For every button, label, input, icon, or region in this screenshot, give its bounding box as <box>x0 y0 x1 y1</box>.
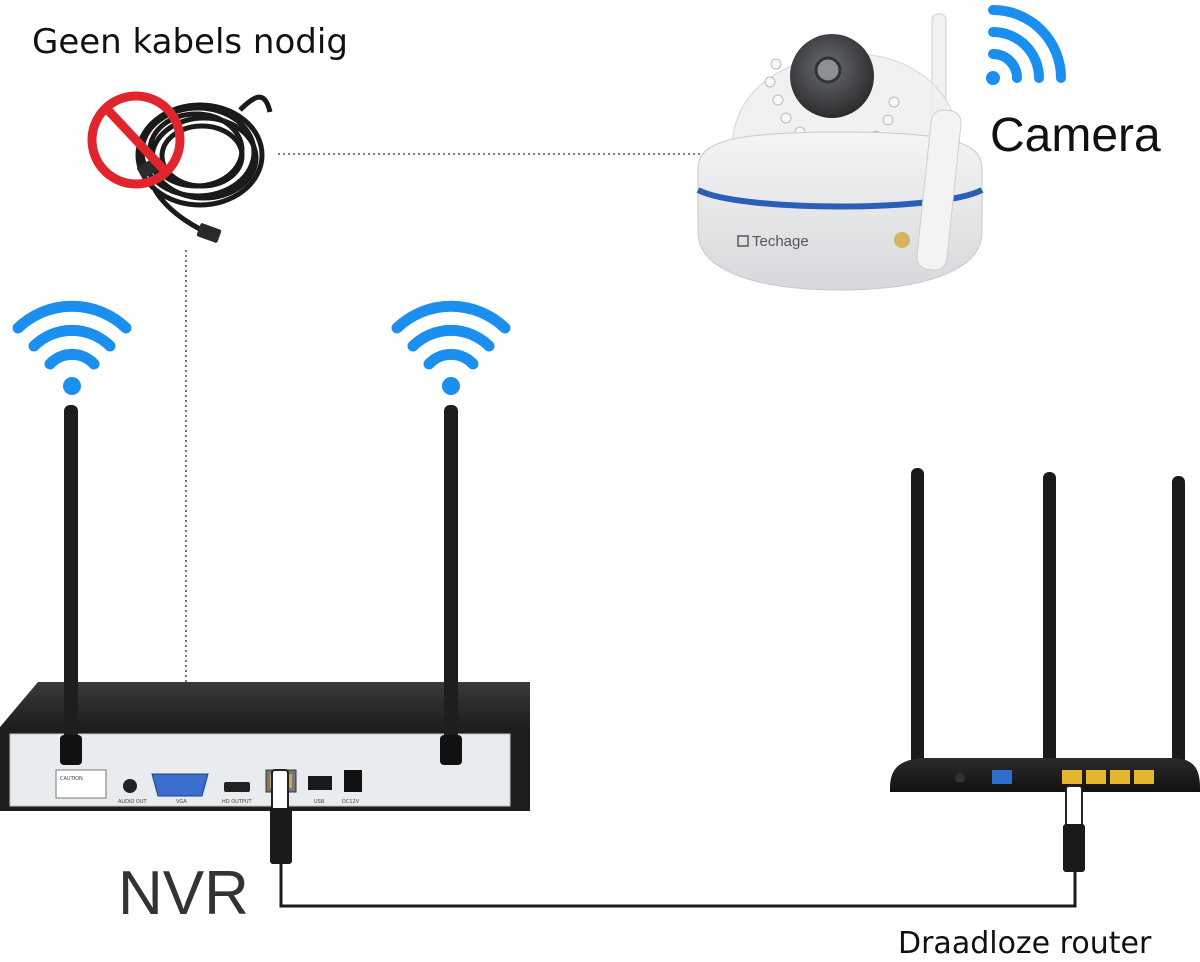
camera-brand: Techage <box>752 233 809 250</box>
camera-icon: Techage <box>696 13 984 291</box>
wifi-icon <box>391 300 511 395</box>
nvr-label: NVR <box>118 859 249 928</box>
router-label: Draadloze router <box>898 926 1152 961</box>
ethernet-cable <box>270 769 1085 908</box>
nvr-hdmi-label: HD OUTPUT <box>222 799 253 805</box>
router-icon <box>890 468 1200 792</box>
nvr-caution-label: CAUTION <box>60 776 83 782</box>
wifi-icon <box>986 5 1066 85</box>
nvr-audio-label: AUDIO OUT <box>118 799 148 805</box>
nvr-icon: CAUTION AUDIO OUT VGA HD OUTPUT USB DC12… <box>0 405 530 811</box>
no-cables-label: Geen kabels nodig <box>32 22 348 62</box>
no-cable-icon <box>87 91 273 243</box>
nvr-dc-label: DC12V <box>342 799 360 805</box>
camera-label: Camera <box>990 109 1161 162</box>
wireless-link-lines <box>185 153 700 682</box>
nvr-vga-label: VGA <box>176 799 187 805</box>
wifi-icon <box>12 300 132 395</box>
nvr-usb-label: USB <box>314 799 325 805</box>
